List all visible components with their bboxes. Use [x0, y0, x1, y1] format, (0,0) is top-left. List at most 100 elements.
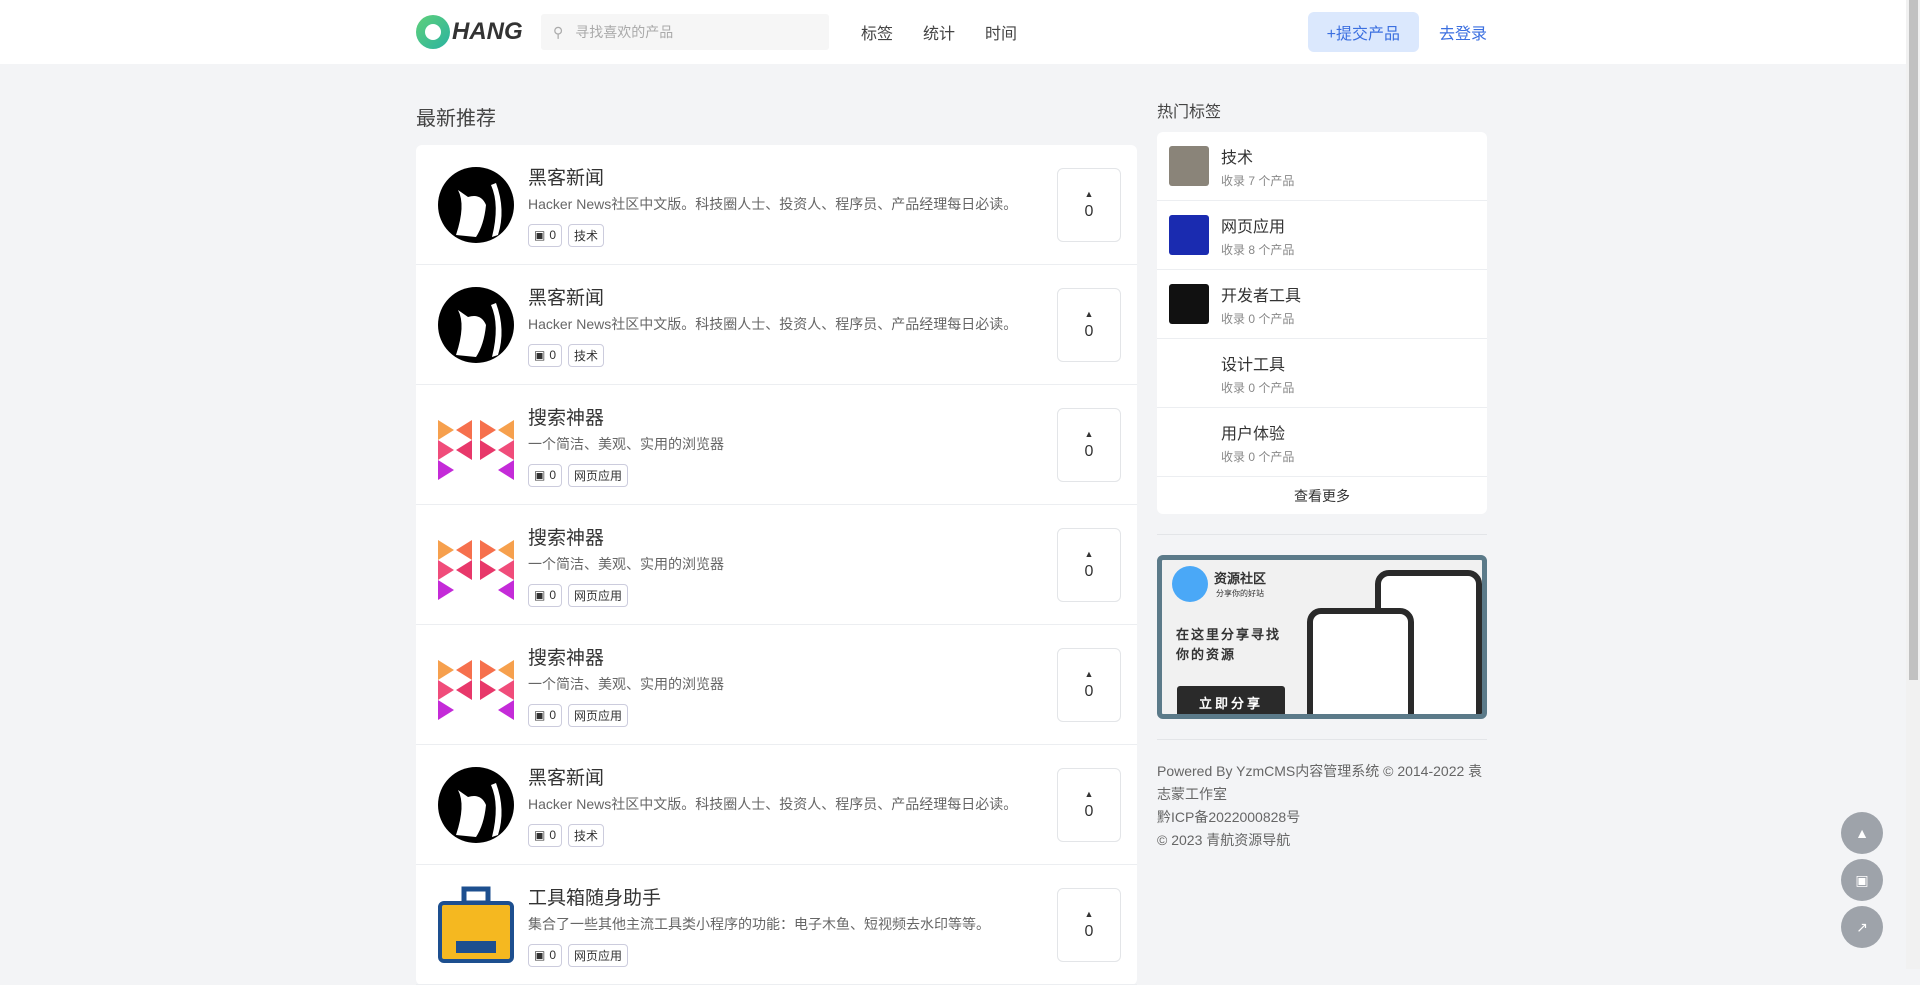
footer-powered: Powered By YzmCMS内容管理系统 © 2014-2022 袁志蒙工…: [1157, 763, 1483, 802]
upvote-arrow-icon: ▲: [1084, 788, 1094, 799]
vote-count: 0: [1084, 922, 1094, 940]
upvote-button[interactable]: ▲0: [1057, 527, 1121, 602]
upvote-arrow-icon: ▲: [1084, 548, 1094, 559]
feedback-button[interactable]: ▣: [1841, 859, 1883, 901]
upvote-button[interactable]: ▲0: [1057, 407, 1121, 482]
comment-count[interactable]: ▣0: [528, 823, 563, 847]
comment-count-value: 0: [549, 468, 557, 482]
upvote-button[interactable]: ▲0: [1057, 287, 1121, 362]
hot-tags-title: 热门标签: [1157, 104, 1222, 121]
product-item[interactable]: 黑客新闻 Hacker News社区中文版。科技圈人士、投资人、程序员、产品经理…: [416, 745, 1137, 865]
comment-count[interactable]: ▣0: [528, 583, 563, 607]
logo[interactable]: HANG: [416, 15, 541, 49]
vote-count: 0: [1084, 682, 1094, 700]
comment-count-value: 0: [549, 588, 557, 602]
comment-icon: ▣: [534, 228, 546, 242]
tag-name: 用户体验: [1221, 425, 1286, 443]
upvote-arrow-icon: ▲: [1084, 188, 1094, 199]
comment-count[interactable]: ▣0: [528, 703, 563, 727]
nav-time[interactable]: 时间: [985, 26, 1018, 43]
back-to-top-button[interactable]: ▲: [1841, 812, 1883, 854]
product-title[interactable]: 黑客新闻: [528, 287, 605, 309]
nav-tags[interactable]: 标签: [861, 26, 894, 43]
product-item[interactable]: 搜索神器 一个简洁、美观、实用的浏览器 ▣0 网页应用 ▲0: [416, 625, 1137, 745]
section-title: 最新推荐: [416, 108, 496, 130]
upvote-arrow-icon: ▲: [1084, 908, 1094, 919]
product-thumbnail[interactable]: [436, 885, 516, 965]
product-thumbnail[interactable]: [436, 285, 516, 365]
product-tag[interactable]: 技术: [568, 823, 605, 847]
product-tag[interactable]: 技术: [568, 343, 605, 367]
upvote-button[interactable]: ▲0: [1057, 647, 1121, 722]
product-item[interactable]: 黑客新闻 Hacker News社区中文版。科技圈人士、投资人、程序员、产品经理…: [416, 145, 1137, 265]
comment-count-value: 0: [549, 948, 557, 962]
product-item[interactable]: 工具箱随身助手 集合了一些其他主流工具类小程序的功能：电子木鱼、短视频去水印等等…: [416, 865, 1137, 985]
product-thumbnail[interactable]: [436, 645, 516, 725]
share-banner[interactable]: 资源社区 分享你的好站 在这里分享寻找你的资源 立即分享: [1157, 555, 1487, 719]
submit-product-button[interactable]: +提交产品: [1307, 12, 1419, 52]
product-tag[interactable]: 网页应用: [568, 703, 629, 727]
divider: [1157, 534, 1487, 535]
tag-count: 收录 0 个产品: [1221, 380, 1295, 395]
banner-brand: 资源社区: [1214, 571, 1267, 586]
product-title[interactable]: 黑客新闻: [528, 167, 605, 189]
product-title[interactable]: 工具箱随身助手: [528, 887, 662, 909]
vote-count: 0: [1084, 202, 1094, 220]
tag-count: 收录 7 个产品: [1221, 173, 1295, 188]
product-thumbnail[interactable]: [436, 405, 516, 485]
product-tag[interactable]: 网页应用: [568, 463, 629, 487]
product-tag[interactable]: 网页应用: [568, 943, 629, 967]
comment-icon: ▣: [534, 468, 546, 482]
tag-count: 收录 0 个产品: [1221, 449, 1295, 464]
search-input[interactable]: ⚲寻找喜欢的产品: [541, 14, 829, 50]
product-thumbnail[interactable]: [436, 765, 516, 845]
comment-count[interactable]: ▣0: [528, 223, 563, 247]
upvote-arrow-icon: ▲: [1084, 428, 1094, 439]
upvote-arrow-icon: ▲: [1084, 308, 1094, 319]
hot-tag-item[interactable]: 网页应用收录 8 个产品: [1157, 201, 1487, 270]
tag-count: 收录 0 个产品: [1221, 311, 1295, 326]
product-item[interactable]: 搜索神器 一个简洁、美观、实用的浏览器 ▣0 网页应用 ▲0: [416, 505, 1137, 625]
comment-count-value: 0: [549, 828, 557, 842]
vote-count: 0: [1084, 442, 1094, 460]
upvote-button[interactable]: ▲0: [1057, 167, 1121, 242]
phone-mockup: [1307, 608, 1414, 714]
comment-count[interactable]: ▣0: [528, 943, 563, 967]
product-thumbnail[interactable]: [436, 525, 516, 605]
banner-headline-2: 你的资源: [1176, 647, 1237, 662]
upvote-button[interactable]: ▲0: [1057, 887, 1121, 962]
stats-button[interactable]: ↗: [1841, 906, 1883, 948]
nav-stats[interactable]: 统计: [923, 26, 956, 43]
share-now-button[interactable]: 立即分享: [1177, 686, 1285, 714]
tag-count: 收录 8 个产品: [1221, 242, 1295, 257]
product-item[interactable]: 搜索神器 一个简洁、美观、实用的浏览器 ▣0 网页应用 ▲0: [416, 385, 1137, 505]
product-description: 一个简洁、美观、实用的浏览器: [528, 675, 724, 692]
product-tag[interactable]: 网页应用: [568, 583, 629, 607]
hot-tag-item[interactable]: 开发者工具收录 0 个产品: [1157, 270, 1487, 339]
view-more-link[interactable]: 查看更多: [1294, 487, 1350, 504]
product-title[interactable]: 搜索神器: [528, 647, 605, 669]
login-link[interactable]: 去登录: [1438, 26, 1487, 43]
footer-icp[interactable]: 黔ICP备2022000828号: [1157, 809, 1301, 825]
hot-tag-item[interactable]: 设计工具收录 0 个产品: [1157, 339, 1487, 408]
vote-count: 0: [1084, 322, 1094, 340]
product-list: 黑客新闻 Hacker News社区中文版。科技圈人士、投资人、程序员、产品经理…: [416, 145, 1137, 985]
chat-icon: ▣: [1855, 871, 1869, 888]
upvote-button[interactable]: ▲0: [1057, 767, 1121, 842]
product-thumbnail[interactable]: [436, 165, 516, 245]
product-item[interactable]: 黑客新闻 Hacker News社区中文版。科技圈人士、投资人、程序员、产品经理…: [416, 265, 1137, 385]
scrollbar[interactable]: [1906, 0, 1920, 969]
brand-icon: [1172, 566, 1208, 602]
comment-count[interactable]: ▣0: [528, 463, 563, 487]
product-title[interactable]: 搜索神器: [528, 407, 605, 429]
vote-count: 0: [1084, 562, 1094, 580]
product-tag[interactable]: 技术: [568, 223, 605, 247]
hot-tag-item[interactable]: 技术收录 7 个产品: [1157, 132, 1487, 201]
hot-tag-item[interactable]: 用户体验收录 0 个产品: [1157, 408, 1487, 477]
comment-icon: ▣: [534, 708, 546, 722]
footer-copyright: © 2023 青航资源导航: [1157, 832, 1291, 848]
logo-text: HANG: [452, 18, 523, 45]
product-title[interactable]: 黑客新闻: [528, 767, 605, 789]
product-title[interactable]: 搜索神器: [528, 527, 605, 549]
comment-count[interactable]: ▣0: [528, 343, 563, 367]
